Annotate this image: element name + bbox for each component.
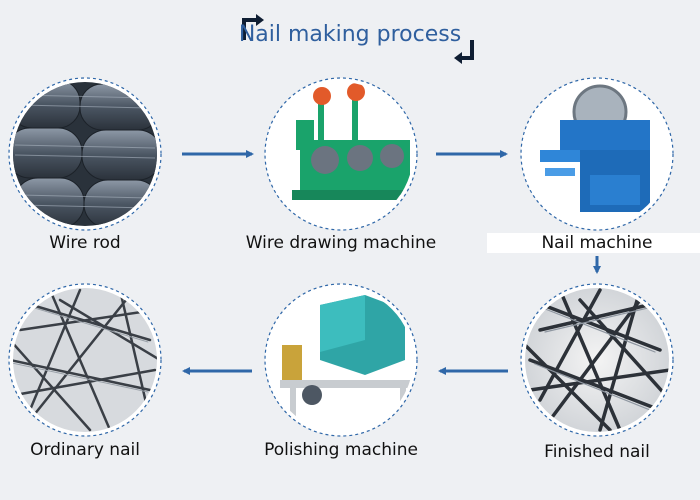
step-label-wire-rod: Wire rod xyxy=(49,233,121,253)
step-label-wire-drawing-machine: Wire drawing machine xyxy=(245,233,437,253)
step-label-finished-nail: Finished nail xyxy=(544,442,650,462)
step-label-polishing-machine: Polishing machine xyxy=(264,440,418,460)
turn-arrow-icon-left xyxy=(242,14,264,40)
nail-machine-image xyxy=(525,82,669,226)
diagram-title: Nail making process xyxy=(238,22,462,47)
polishing-machine-image xyxy=(269,288,413,432)
ordinary-nail-image xyxy=(13,288,157,432)
finished-nail-image xyxy=(525,288,669,432)
wire-drawing-machine-image xyxy=(269,82,413,226)
step-label-nail-machine: Nail machine xyxy=(487,233,700,253)
turn-arrow-icon-right xyxy=(454,40,474,64)
step-label-ordinary-nail: Ordinary nail xyxy=(30,440,140,460)
